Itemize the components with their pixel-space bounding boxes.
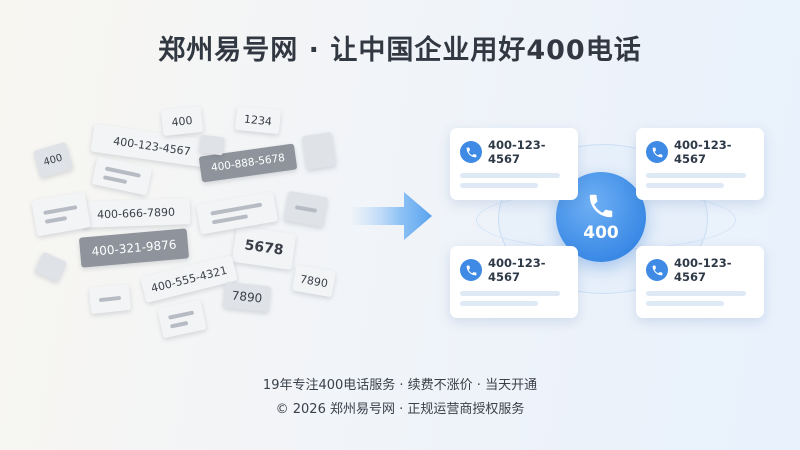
phone-icon: [646, 141, 668, 163]
blank-scrap: [157, 299, 207, 339]
phone-icon: [646, 259, 668, 281]
400-hub-diagram: 400 400-123-4567 400-123-4567: [440, 120, 780, 330]
footer-tagline: 19年专注400电话服务 · 续费不涨价 · 当天开通: [262, 378, 538, 393]
number-scrap: 400-321-9876: [78, 228, 190, 268]
arrow-right-icon: [352, 192, 432, 240]
phone-number-card: 400-123-4567: [450, 246, 578, 318]
number-scrap: 5678: [231, 225, 297, 270]
scattered-number-scraps: 400-123-4567 400 1234 400-888-5678 400-6…: [0, 90, 360, 360]
blank-scrap: [31, 191, 91, 237]
blank-scrap: [198, 134, 226, 156]
number-scrap: 400-666-7890: [81, 198, 191, 228]
number-scrap: 400: [160, 105, 204, 137]
phone-icon: [460, 259, 482, 281]
phone-icon: [460, 141, 482, 163]
blank-scrap: [34, 251, 68, 283]
blank-scrap: [301, 132, 337, 170]
number-scrap: 1234: [234, 105, 282, 135]
card-phone-number: 400-123-4567: [674, 256, 732, 284]
phone-number-card: 400-123-4567: [450, 128, 578, 200]
footer-copyright: © 2026 郑州易号网 · 正规运营商授权服务: [275, 402, 525, 417]
page-title: 郑州易号网 · 让中国企业用好400电话: [158, 35, 642, 66]
blank-scrap: [91, 156, 153, 196]
phone-icon: [589, 194, 613, 218]
blank-scrap: [195, 191, 279, 235]
card-phone-number: 400-123-4567: [674, 138, 732, 166]
number-scrap: 7890: [292, 264, 336, 298]
number-scrap: 7890: [222, 281, 272, 313]
hub-label: 400: [583, 223, 619, 243]
card-phone-number: 400-123-4567: [488, 256, 546, 284]
phone-number-card: 400-123-4567: [636, 128, 764, 200]
blank-scrap: [283, 190, 329, 228]
blank-scrap: [88, 283, 132, 315]
card-phone-number: 400-123-4567: [488, 138, 546, 166]
phone-number-card: 400-123-4567: [636, 246, 764, 318]
number-scrap: 400: [32, 141, 74, 179]
